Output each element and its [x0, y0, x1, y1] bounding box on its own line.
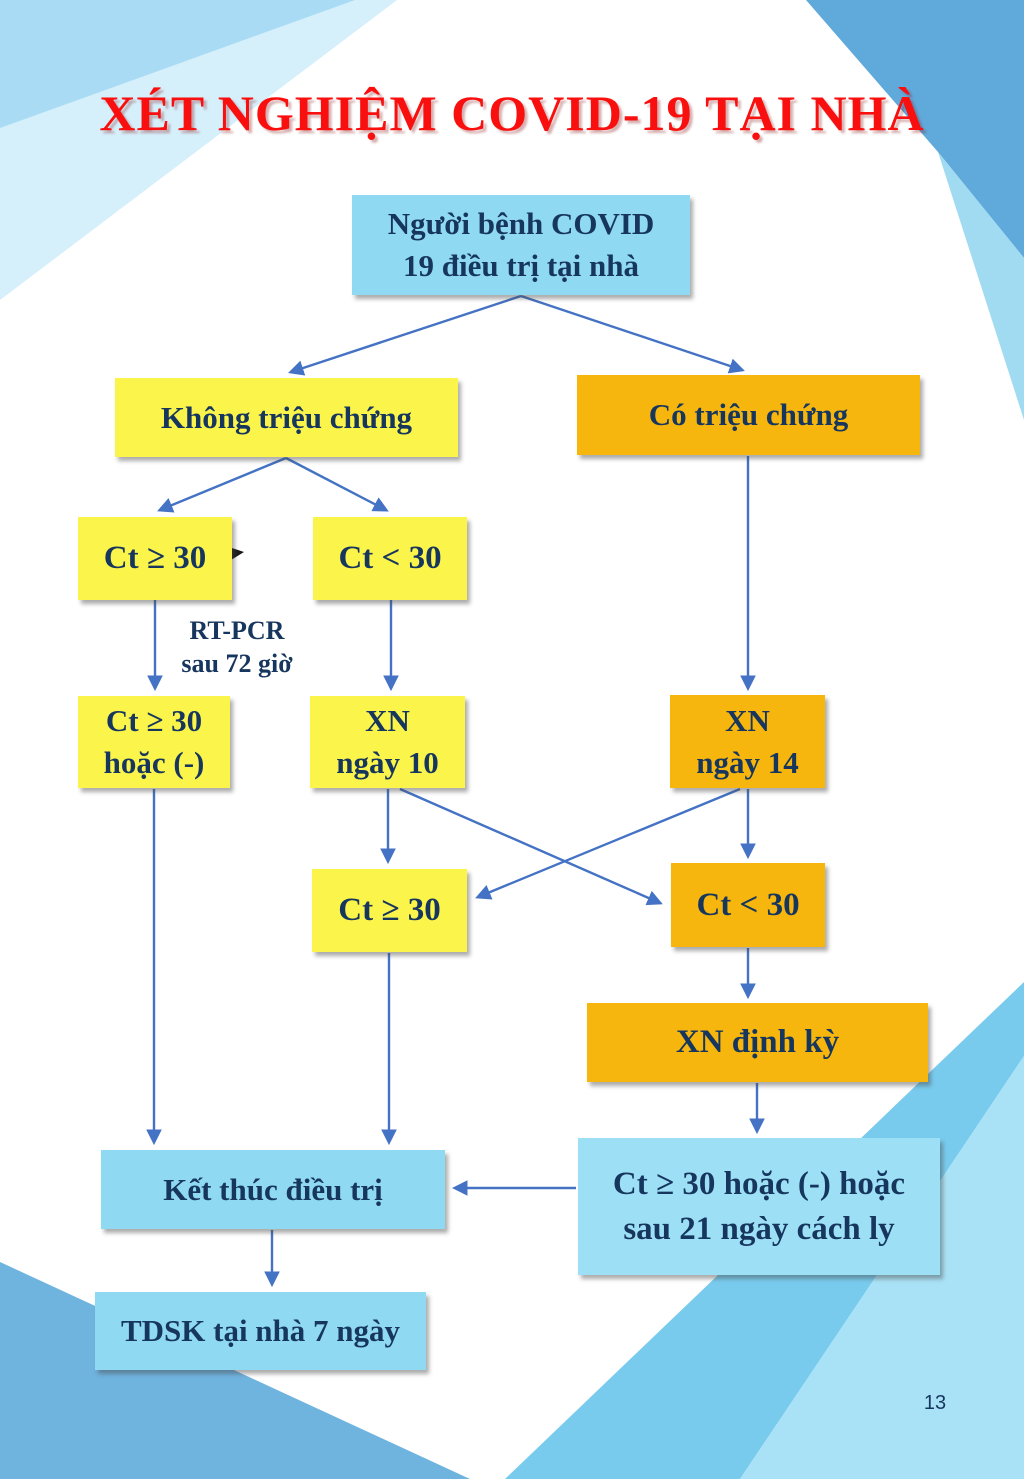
node-ct-lt-30-second: Ct < 30: [671, 863, 825, 947]
arrow-patient-to-nosymptoms: [288, 294, 522, 376]
page-number: 13: [923, 1392, 947, 1414]
node-symptoms: Có triệu chứng: [577, 375, 920, 455]
node-line: hoặc (-): [103, 745, 205, 780]
node-line: sau 21 ngày cách ly: [623, 1210, 895, 1247]
node-line: Có triệu chứng: [648, 397, 849, 433]
arrow-nosym-to-ctlt30: [285, 456, 389, 512]
node-line: Ct ≥ 30: [105, 703, 203, 739]
note-line: sau 72 giờ: [181, 648, 293, 678]
node-line: Ct < 30: [696, 886, 800, 923]
node-line: 19 điều trị tại nhà: [403, 248, 639, 283]
node-line: Người bệnh COVID: [387, 206, 655, 242]
node-ct-lt-30-first: Ct < 30: [313, 517, 467, 600]
node-ct-ge-30-neg-or-21-days: Ct ≥ 30 hoặc (-) hoặc sau 21 ngày cách l…: [578, 1138, 940, 1275]
node-ct-ge-30-or-negative: Ct ≥ 30 hoặc (-): [78, 696, 230, 788]
arrow-nosym-to-ctge30: [157, 456, 287, 513]
node-line: Ct ≥ 30 hoặc (-) hoặc: [612, 1165, 906, 1202]
node-tdsk-home-7-days: TDSK tại nhà 7 ngày: [95, 1292, 426, 1370]
node-test-day-10: XN ngày 10: [310, 696, 465, 788]
node-line: XN: [365, 703, 410, 739]
node-ct-ge-30-first: Ct ≥ 30: [78, 517, 232, 600]
node-line: Ct < 30: [338, 540, 442, 577]
node-end-treatment: Kết thúc điều trị: [101, 1150, 445, 1229]
arrow-patient-to-symptoms: [520, 294, 745, 374]
page-title: XÉT NGHIỆM COVID-19 TẠI NHÀ: [99, 85, 925, 141]
node-test-day-14: XN ngày 14: [670, 695, 825, 788]
node-line: TDSK tại nhà 7 ngày: [120, 1313, 401, 1349]
node-ct-ge-30-second: Ct ≥ 30: [312, 869, 467, 952]
note-rt-pcr: RT-PCR sau 72 giờ: [162, 615, 312, 680]
node-periodic-testing: XN định kỳ: [587, 1003, 928, 1082]
node-line: ngày 10: [336, 745, 439, 780]
node-line: XN: [725, 702, 770, 738]
node-line: Không triệu chứng: [160, 399, 413, 435]
node-line: Kết thúc điều trị: [163, 1171, 383, 1207]
node-line: Ct ≥ 30: [338, 892, 441, 929]
node-line: ngày 14: [696, 744, 799, 780]
node-patient-covid-home: Người bệnh COVID 19 điều trị tại nhà: [352, 195, 690, 295]
note-line: RT-PCR: [189, 616, 285, 645]
node-line: Ct ≥ 30: [103, 540, 207, 577]
node-line: XN định kỳ: [675, 1024, 840, 1061]
node-no-symptoms: Không triệu chứng: [115, 378, 458, 457]
